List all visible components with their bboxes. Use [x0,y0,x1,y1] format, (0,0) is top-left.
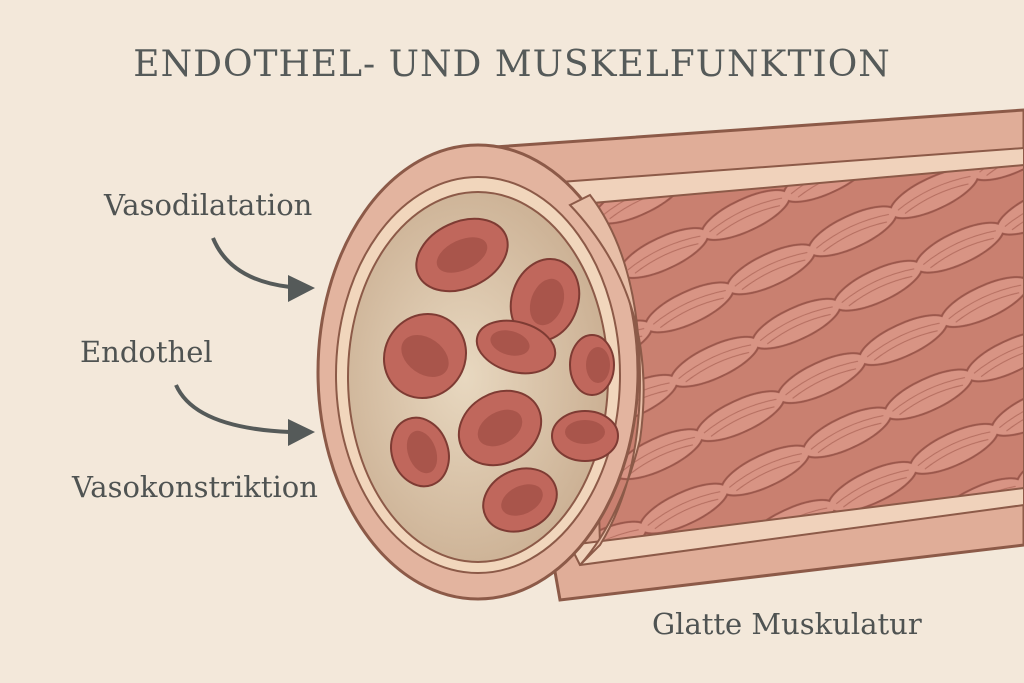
red-blood-cell [415,217,509,293]
label-vasokonstriktion: Vasokonstriktion [72,470,318,504]
red-blood-cell [475,319,557,375]
red-blood-cell [390,416,450,488]
arrow-endothel-icon [174,384,315,446]
label-vasodilatation: Vasodilatation [104,188,313,222]
red-blood-cell [551,410,619,462]
red-blood-cell [482,467,558,533]
red-blood-cell [457,389,543,467]
label-glatte-muskulatur: Glatte Muskulatur [652,607,922,641]
red-blood-cell [382,312,468,400]
red-blood-cell [509,257,581,343]
smooth-muscle-layer [588,158,1024,547]
page-title: ENDOTHEL- UND MUSKELFUNKTION [133,44,891,85]
red-blood-cells [382,217,619,533]
label-endothel: Endothel [80,335,213,369]
arrow-vasodilatation-icon [211,237,315,302]
red-blood-cell [569,334,615,396]
